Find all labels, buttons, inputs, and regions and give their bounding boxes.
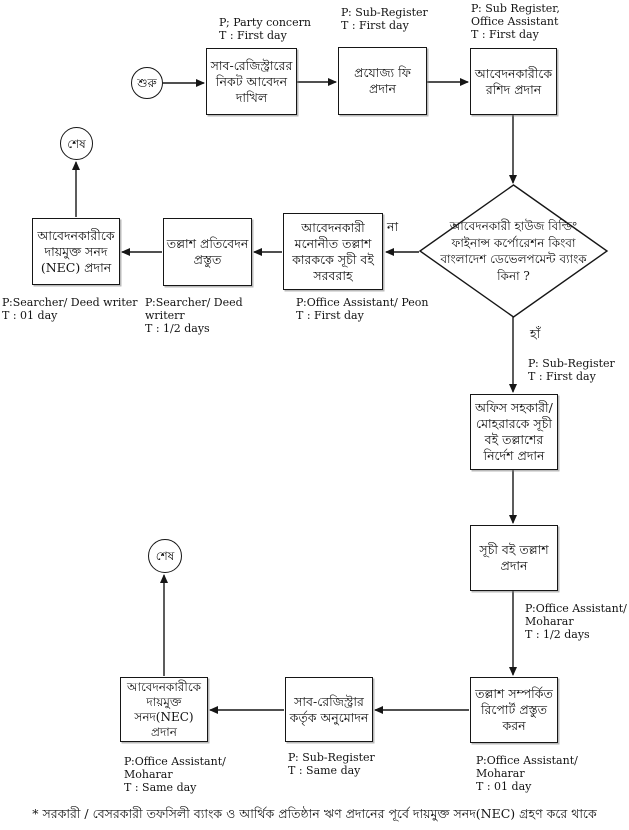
note-give-receipt: P: Sub Register, Office Assistant T : Fi… bbox=[471, 2, 560, 42]
note-supply-index-book: P:Office Assistant/ Peon T : First day bbox=[296, 296, 429, 323]
end-terminal-bottom: শেষ bbox=[148, 539, 182, 573]
step-give-receipt-box: আবেদনকারীকে রশিদ প্রদান bbox=[470, 48, 557, 115]
note-approval: P: Sub-Register T : Same day bbox=[288, 751, 375, 778]
note-prepare-search-report: P:Searcher/ Deed writerr T : 1/2 days bbox=[145, 296, 243, 336]
step-issue-nec-searcher-box: আবেদনকারীকে দায়মুক্ত সনদ (NEC) প্রদান bbox=[32, 218, 120, 285]
step-approval-box: সাব-রেজিস্ট্রার কর্তৃক অনুমোদন bbox=[285, 677, 373, 742]
note-issue-nec-searcher: P:Searcher/ Deed writer T : 01 day bbox=[2, 296, 138, 323]
decision-text: আবেদনকারী হাউজ বিল্ডিং ফাইনান্স কর্পোরেশ… bbox=[440, 219, 587, 283]
note-pay-fee: P: Sub-Register T : First day bbox=[341, 6, 428, 33]
footnote: * সরকারী / বেসরকারী তফসিলী ব্যাংক ও আর্থ… bbox=[32, 806, 597, 821]
step-prepare-search-report-box: তল্লাশ প্রতিবেদন প্রস্তুত bbox=[163, 218, 252, 286]
step-prepare-report-box: তল্লাশ সম্পর্কিত রিপোর্ট প্রস্তুত করন bbox=[470, 677, 558, 743]
note-provide-index-search: P:Office Assistant/ Moharar T : 1/2 days bbox=[525, 602, 627, 642]
note-prepare-report: P:Office Assistant/ Moharar T : 01 day bbox=[476, 754, 578, 794]
step-provide-index-search-box: সূচী বই তল্লাশ প্রদান bbox=[470, 525, 558, 591]
end-terminal-top: শেষ bbox=[60, 127, 93, 160]
note-issue-nec-final: P:Office Assistant/ Moharar T : Same day bbox=[124, 755, 226, 795]
step-supply-index-book-box: আবেদনকারী মনোনীত তল্লাশ কারককে সূচী বই স… bbox=[283, 213, 383, 290]
flow-arrows bbox=[72, 78, 517, 714]
branch-label-yes: হাঁ bbox=[530, 326, 541, 341]
branch-label-no: না bbox=[387, 219, 399, 234]
note-yes-path: P: Sub-Register T : First day bbox=[528, 357, 615, 384]
step-pay-fee-box: প্রযোজ্য ফি প্রদান bbox=[338, 47, 427, 115]
start-terminal: শুরু bbox=[131, 67, 163, 99]
note-apply: P; Party concern T : First day bbox=[219, 16, 311, 43]
step-apply-box: সাব-রেজিস্ট্রারের নিকট আবেদন দাখিল bbox=[206, 48, 297, 115]
step-issue-nec-final-box: আবেদনকারীকে দায়মুক্ত সনদ(NEC) প্রদান bbox=[120, 677, 208, 742]
step-instruct-search-box: অফিস সহকারী/ মোহরারকে সূচী বই তল্লাশের ন… bbox=[470, 394, 558, 470]
